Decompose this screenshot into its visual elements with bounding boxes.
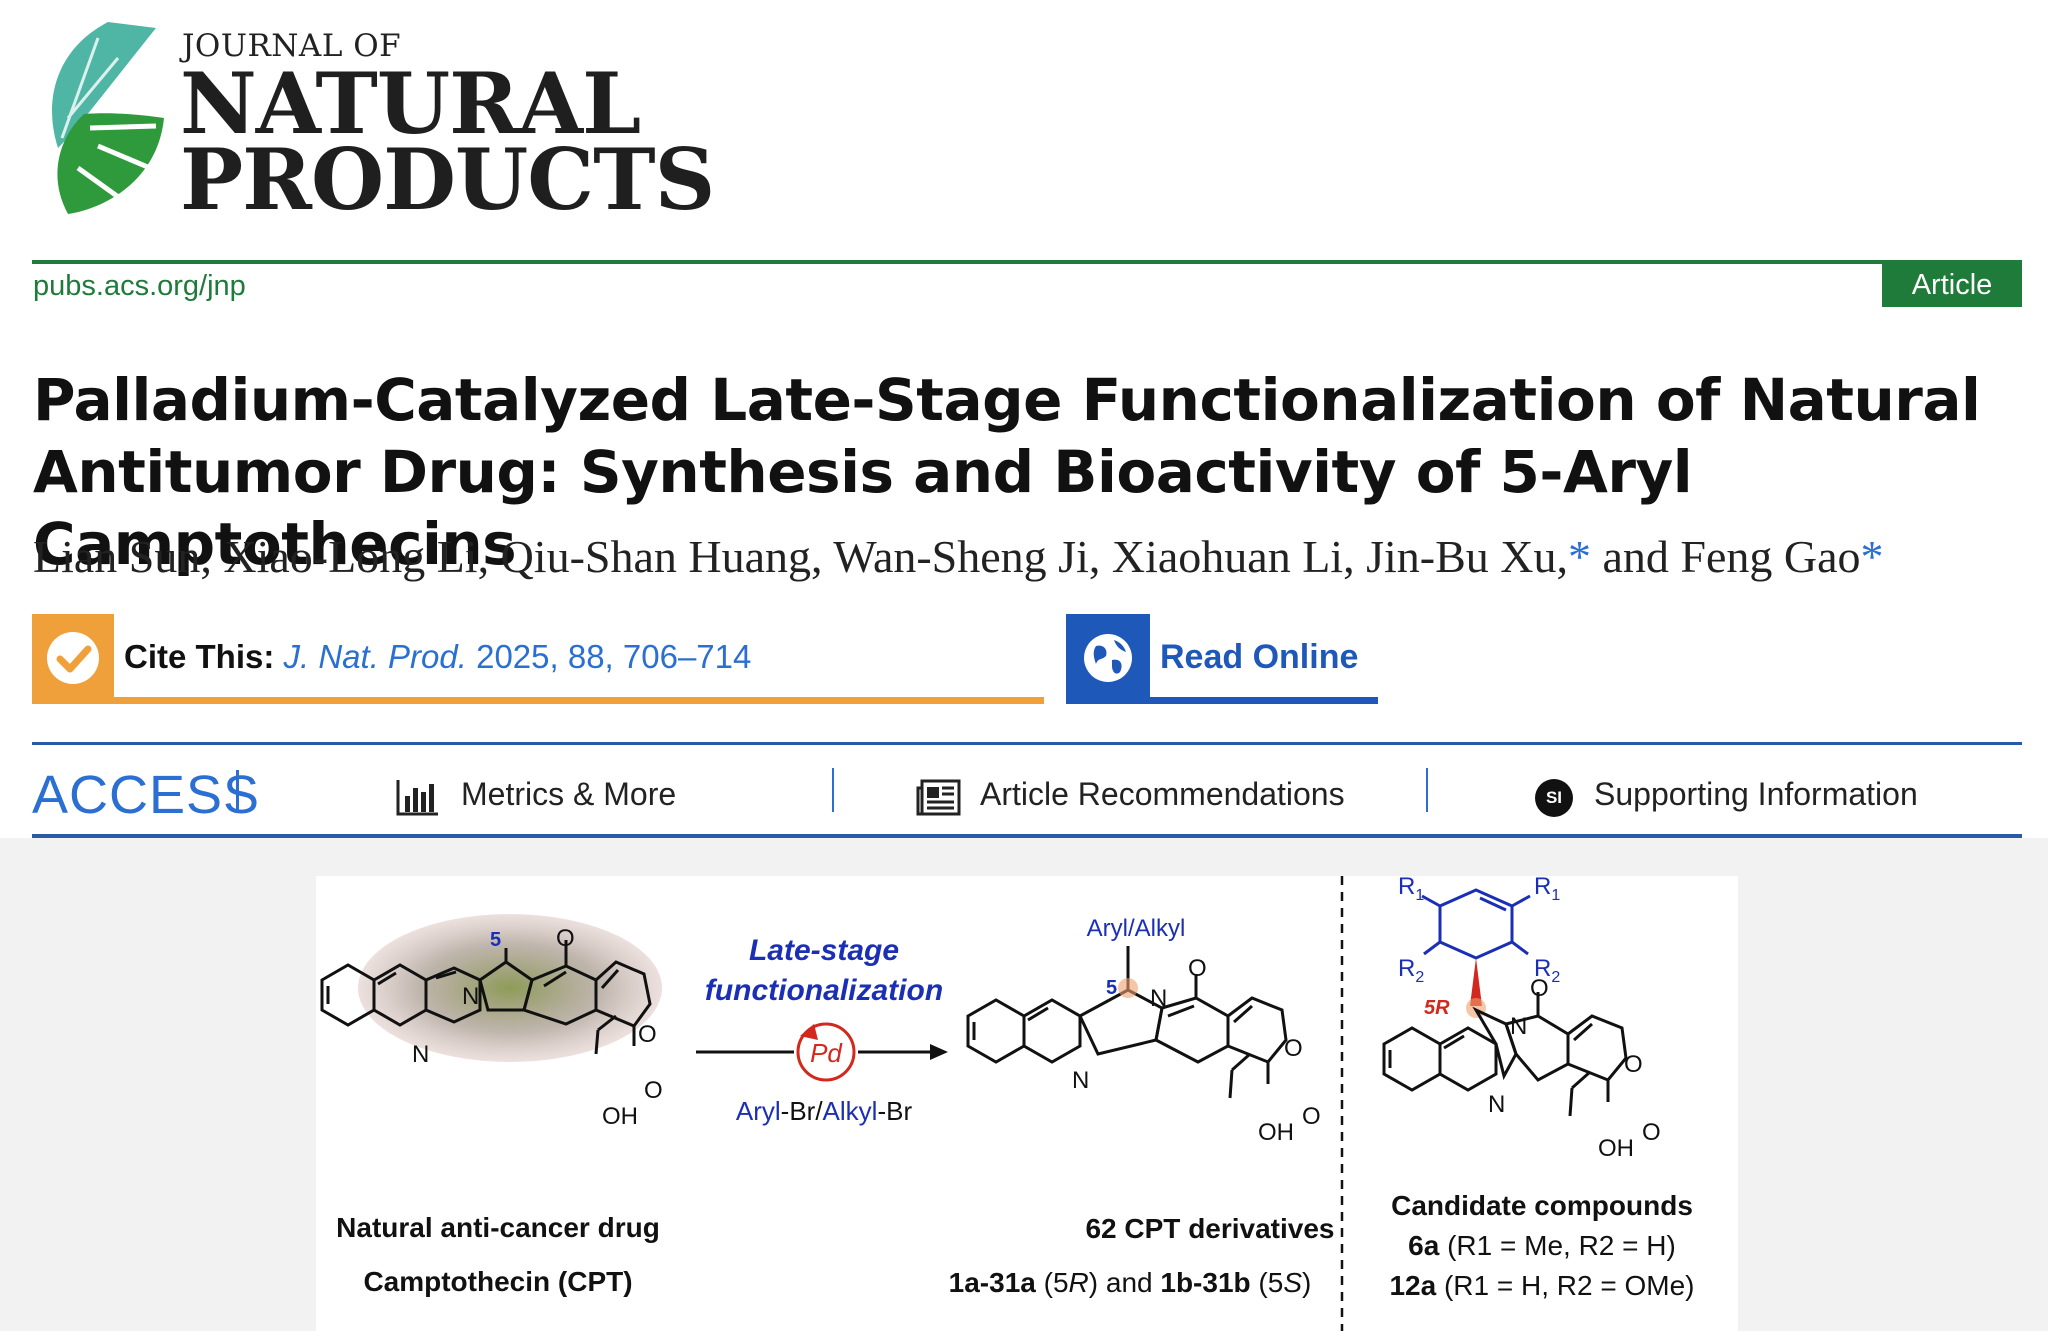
journal-logo-leaf-icon	[52, 22, 164, 214]
cite-this-icon-box[interactable]	[32, 614, 114, 702]
catalyst-label: Pd	[810, 1038, 843, 1068]
position-5-label: 5	[490, 929, 501, 951]
graphical-abstract-scheme: 5 O N N O O OH Late-stage functionalizat…	[320, 873, 1661, 1331]
journal-name-small: JOURNAL OF	[182, 28, 402, 64]
atom-o: O	[556, 925, 575, 952]
article-title: Palladium-Catalyzed Late-Stage Functiona…	[33, 366, 1981, 578]
atom-o: O	[1624, 1051, 1643, 1078]
atom-o: O	[1530, 975, 1549, 1002]
aryl-alkyl-label: Aryl/Alkyl	[1087, 915, 1186, 942]
corresponding-author-mark-2[interactable]: *	[1860, 531, 1884, 582]
cpt-derivative-structure	[966, 946, 1288, 1099]
corresponding-author-mark[interactable]: *	[1567, 531, 1591, 582]
camptothecin-structure	[320, 914, 662, 1062]
author-list: Lian Sun, Xiao-Long Li, Qiu-Shan Huang, …	[33, 530, 1884, 583]
supporting-information-link[interactable]: Supporting Information	[1594, 776, 1918, 812]
right-caption-line1: Candidate compounds	[1391, 1190, 1693, 1221]
cite-this[interactable]: Cite This: J. Nat. Prod. 2025, 88, 706–7…	[124, 638, 751, 676]
substituent-r1-label: R1	[1398, 876, 1424, 904]
access-label: ACCESS	[32, 765, 261, 825]
access-bar-bottom-rule	[32, 834, 2022, 838]
atom-n: N	[412, 1041, 429, 1068]
atom-o: O	[644, 1077, 663, 1104]
substituent-r1-label: R1	[1534, 876, 1560, 904]
read-online-link[interactable]: Read Online	[1160, 638, 1359, 676]
journal-name-line1: NATURAL	[180, 54, 641, 153]
stereo-5r-label: 5R	[1424, 997, 1450, 1019]
graphical-abstract: 5 O N N O O OH Late-stage functionalizat…	[316, 873, 1738, 1331]
atom-n: N	[1150, 985, 1167, 1012]
left-caption-line2: Camptothecin (CPT)	[363, 1266, 633, 1297]
atom-o: O	[1188, 955, 1207, 982]
atom-oh: OH	[1598, 1135, 1634, 1162]
journal-site-link[interactable]: pubs.acs.org/jnp	[33, 270, 246, 302]
position-5-label: 5	[1106, 977, 1117, 999]
atom-o: O	[638, 1021, 657, 1048]
access-separator	[1426, 768, 1428, 812]
access-label-divider	[236, 770, 239, 812]
candidate-aryl-ring	[1421, 888, 1531, 960]
atom-n: N	[462, 983, 479, 1010]
atom-oh: OH	[602, 1103, 638, 1130]
header-rule	[32, 260, 2022, 264]
position-5-highlight	[1466, 998, 1486, 1018]
article-recommendations-link[interactable]: Article Recommendations	[980, 776, 1345, 812]
substituent-r2-label: R2	[1398, 955, 1424, 986]
authors-last: and Feng Gao	[1590, 531, 1861, 582]
wedge-bond	[1470, 958, 1482, 1006]
cite-journal: J. Nat. Prod.	[283, 638, 467, 675]
access-bar-top-rule	[32, 742, 2022, 745]
position-5-highlight	[1118, 978, 1138, 998]
cite-label: Cite This:	[124, 638, 275, 675]
atom-oh: OH	[1258, 1119, 1294, 1146]
article-recommendations-icon[interactable]	[916, 778, 962, 823]
reaction-arrow	[696, 1022, 948, 1082]
atom-o: O	[1284, 1035, 1303, 1062]
supporting-information-icon[interactable]: SI	[1535, 779, 1573, 817]
atom-o: O	[1642, 1119, 1661, 1146]
cite-underline	[32, 697, 1044, 704]
journal-name-line2: PRODUCTS	[180, 130, 715, 229]
right-caption-line2: 6a (R1 = Me, R2 = H)	[1408, 1230, 1676, 1261]
cite-details: 2025, 88, 706–714	[466, 638, 752, 675]
article-type-badge: Article	[1882, 263, 2022, 307]
arrow-label-line2: functionalization	[705, 974, 943, 1007]
authors-main: Lian Sun, Xiao-Long Li, Qiu-Shan Huang, …	[33, 531, 1568, 582]
candidate-core-structure	[1382, 992, 1628, 1117]
middle-caption-line1: 62 CPT derivatives	[1085, 1213, 1335, 1244]
checkmark-icon	[47, 632, 99, 684]
left-caption-line1: Natural anti-cancer drug	[336, 1212, 660, 1243]
metrics-icon[interactable]	[396, 778, 440, 823]
right-caption-line3: 12a (R1 = H, R2 = OMe)	[1389, 1270, 1695, 1301]
atom-n: N	[1510, 1013, 1527, 1040]
substituent-r2-label: R2	[1534, 955, 1560, 986]
read-online-underline	[1066, 697, 1378, 704]
metrics-and-more-link[interactable]: Metrics & More	[461, 776, 677, 812]
atom-n: N	[1072, 1067, 1089, 1094]
read-online-icon-box[interactable]	[1066, 614, 1150, 702]
globe-icon	[1084, 634, 1132, 682]
atom-n: N	[1488, 1091, 1505, 1118]
arrow-label-line1: Late-stage	[749, 934, 899, 967]
atom-o: O	[1302, 1103, 1321, 1130]
access-separator	[832, 768, 834, 812]
middle-caption-line2: 1a-31a (5R) and 1b-31b (5S)	[948, 1267, 1312, 1298]
reagent-label: Aryl-Br/Alkyl-Br	[736, 1096, 913, 1126]
